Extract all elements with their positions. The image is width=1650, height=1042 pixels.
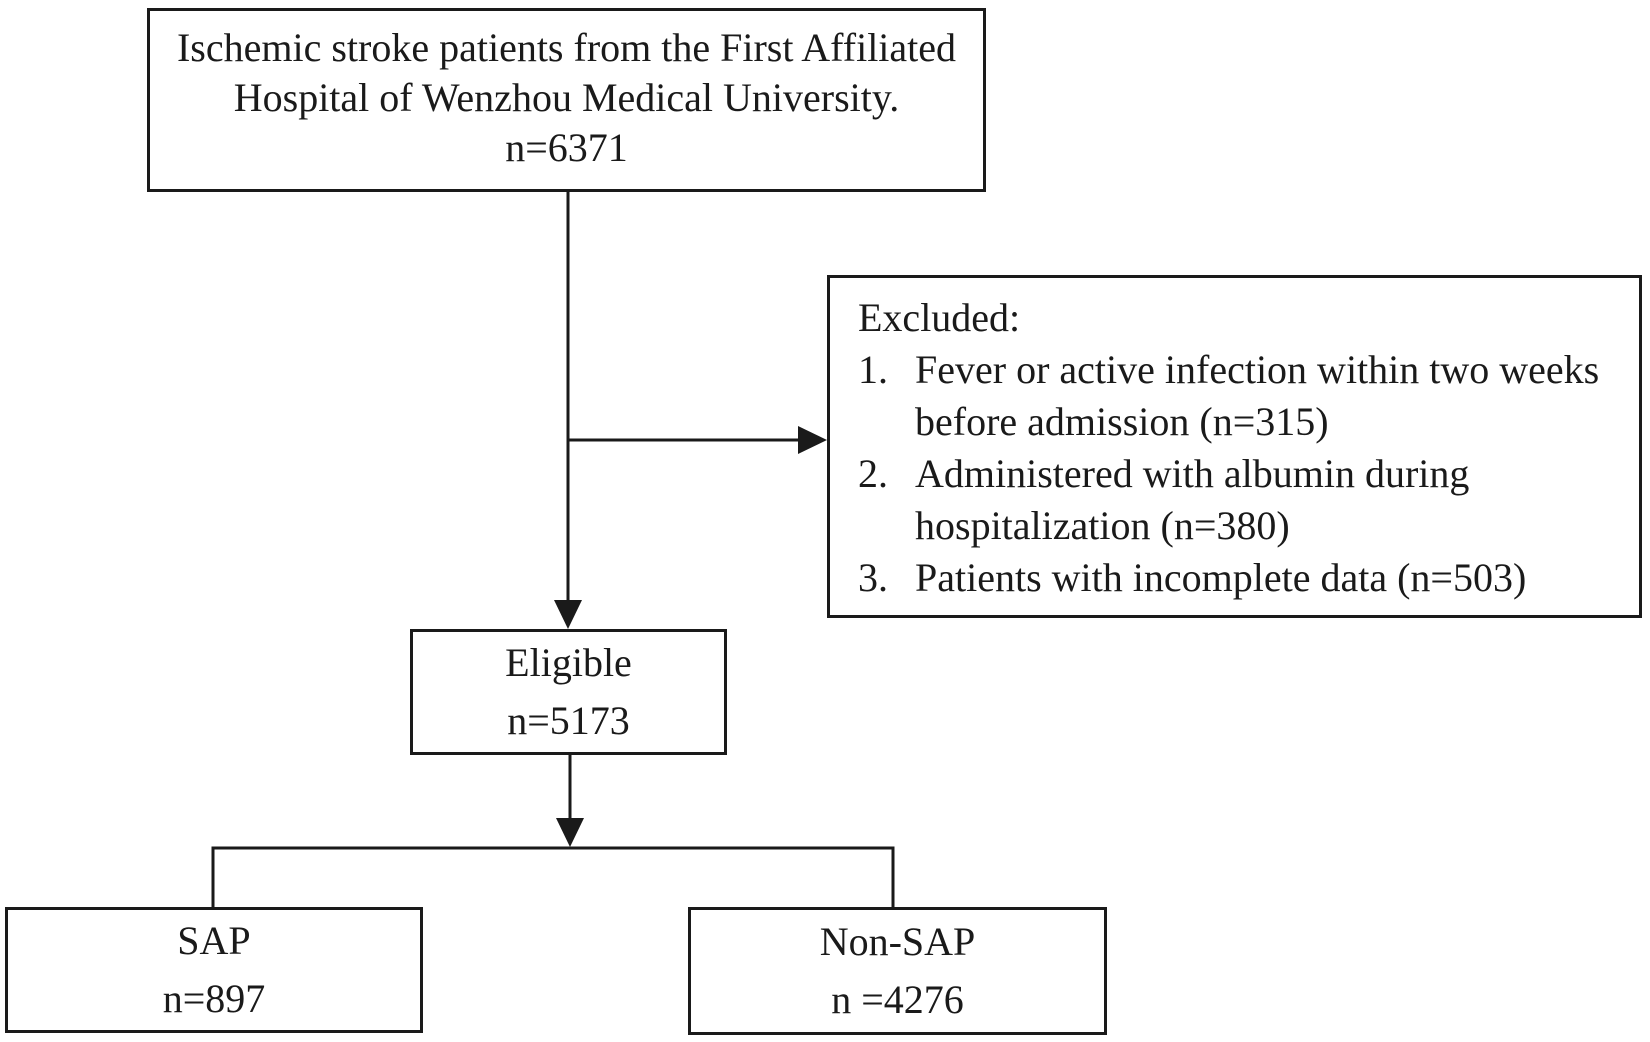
non-sap-box: Non-SAP n =4276 bbox=[688, 907, 1107, 1035]
branch-line-sap-nonsap bbox=[211, 846, 895, 907]
arrowhead-into-eligible bbox=[554, 600, 582, 629]
non-sap-count: n =4276 bbox=[831, 977, 964, 1022]
eligible-count: n=5173 bbox=[507, 698, 630, 743]
excluded-box: Excluded: Fever or active infection with… bbox=[827, 275, 1642, 618]
arrowhead-into-branch bbox=[556, 818, 584, 847]
source-box-count: n=6371 bbox=[505, 125, 628, 170]
excluded-item: Administered with albumin during hospita… bbox=[858, 448, 1470, 548]
eligible-box: Eligible n=5173 bbox=[410, 629, 727, 755]
source-box-text-line: Hospital of Wenzhou Medical University. bbox=[233, 75, 900, 120]
arrowhead-into-excluded bbox=[798, 426, 827, 454]
non-sap-label: Non-SAP bbox=[819, 919, 976, 964]
excluded-item: Patients with incomplete data (n=503) bbox=[858, 552, 1527, 604]
excluded-heading: Excluded: bbox=[858, 295, 1021, 340]
eligible-label: Eligible bbox=[505, 640, 632, 685]
excluded-item: Fever or active infection within two wee… bbox=[858, 344, 1600, 444]
source-box: Ischemic stroke patients from the First … bbox=[147, 8, 986, 192]
sap-box: SAP n=897 bbox=[5, 907, 423, 1033]
sap-count: n=897 bbox=[162, 976, 266, 1021]
excluded-list: Fever or active infection within two wee… bbox=[858, 344, 1621, 604]
source-box-text-line: Ischemic stroke patients from the First … bbox=[176, 25, 957, 70]
sap-label: SAP bbox=[177, 918, 251, 963]
